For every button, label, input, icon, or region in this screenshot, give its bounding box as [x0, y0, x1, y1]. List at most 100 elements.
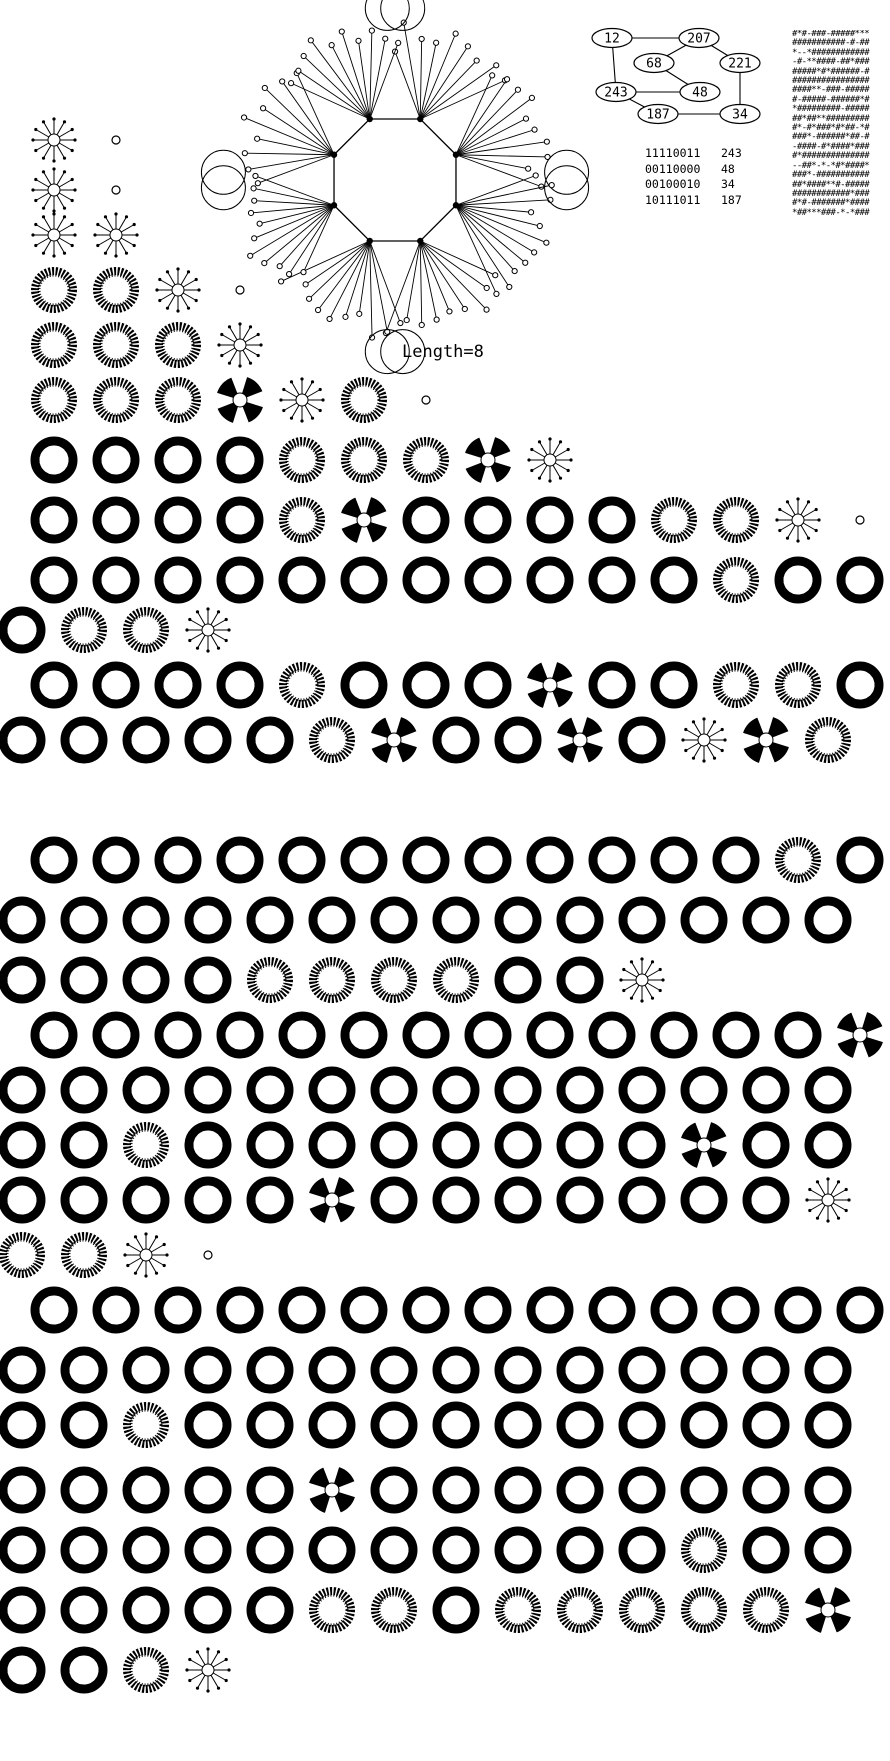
basin-ring [685, 1531, 723, 1569]
leaf-state [217, 1687, 220, 1690]
ring-texture [504, 1186, 532, 1214]
leaf-state [166, 270, 169, 273]
basin-glyph [251, 1531, 289, 1569]
basin-ring [437, 1406, 475, 1444]
basin-ring [437, 1471, 475, 1509]
basin-ring [685, 1591, 723, 1629]
basin-glyph [685, 901, 723, 939]
basin-ring [623, 901, 661, 939]
point-attractor [112, 186, 120, 194]
tree-branch [370, 39, 386, 119]
basin-ring [469, 501, 507, 539]
ring-texture [412, 846, 440, 874]
basin-ring [251, 1351, 289, 1389]
cycle-core [234, 339, 246, 351]
tree-branch [106, 217, 114, 230]
basin-ring [561, 961, 599, 999]
basin-ring [407, 1291, 445, 1329]
basin-ring [531, 1016, 569, 1054]
garden-of-eden-state [327, 316, 332, 321]
basin-ring [685, 901, 723, 939]
basin-ring [593, 841, 631, 879]
leaf-state [166, 307, 169, 310]
basin-glyph [407, 1291, 445, 1329]
leaf-state [104, 252, 107, 255]
leaf-state [227, 1668, 230, 1671]
basin-glyph [557, 717, 603, 763]
point-attractor [422, 396, 430, 404]
basin-ring [283, 441, 321, 479]
basin-ring [809, 901, 847, 939]
basin-glyph [123, 1232, 168, 1277]
basin-ring [283, 841, 321, 879]
basin-ring [97, 271, 135, 309]
ring-texture [504, 906, 532, 934]
basin-glyph [747, 1351, 785, 1389]
ring-texture [722, 1021, 750, 1049]
tree-branch [298, 71, 369, 119]
basin-ring [407, 441, 445, 479]
garden-of-eden-state [453, 31, 458, 36]
tree-branch [647, 970, 660, 978]
leaf-state [125, 252, 128, 255]
leaf-state [300, 419, 303, 422]
basin-glyph [189, 901, 227, 939]
basin-glyph [747, 901, 785, 939]
basin-ring [655, 561, 693, 599]
tree-branch [57, 195, 65, 208]
leaf-state [527, 458, 530, 461]
tree-branch [555, 463, 568, 471]
tree-branch [183, 280, 196, 288]
basin-ring [593, 501, 631, 539]
basin-ring [3, 1591, 41, 1629]
tree-branch [36, 143, 49, 151]
basin-glyph [805, 1177, 850, 1222]
point-attractor [204, 1251, 212, 1259]
ring-texture [256, 906, 284, 934]
basin-glyph [345, 1016, 383, 1054]
tree-branch [307, 390, 320, 398]
basin-ring [531, 501, 569, 539]
basin-ring [159, 1016, 197, 1054]
ring-texture [164, 566, 192, 594]
ring-texture [131, 1655, 161, 1685]
basin-glyph [593, 841, 631, 879]
ring-texture [8, 1076, 36, 1104]
basin-ring [623, 1071, 661, 1109]
leaf-state [775, 518, 778, 521]
tree-branch [57, 122, 65, 135]
basin-glyph [159, 1291, 197, 1329]
basin-ring [747, 901, 785, 939]
ring-texture [504, 1356, 532, 1384]
basin-ring [499, 1071, 537, 1109]
basin-glyph [499, 1531, 537, 1569]
graph-node-label: 34 [732, 108, 748, 123]
garden-of-eden-state [308, 38, 313, 43]
garden-of-eden-state [494, 63, 499, 68]
basin-ring [407, 1016, 445, 1054]
tree-branch [181, 272, 189, 285]
ring-texture [813, 725, 843, 755]
ring-texture [318, 906, 346, 934]
basin-ring [531, 1291, 569, 1329]
garden-of-eden-state [262, 85, 267, 90]
ring-texture [721, 670, 751, 700]
ring-texture [598, 846, 626, 874]
tree-branch [59, 143, 72, 151]
leaf-state [71, 149, 74, 152]
tree-branch [810, 1203, 823, 1211]
ring-texture [255, 965, 285, 995]
ring-texture [442, 1131, 470, 1159]
tree-branch [624, 983, 637, 991]
garden-of-eden-state [369, 28, 374, 33]
point-attractor [236, 286, 244, 294]
basin-ring [313, 1351, 351, 1389]
basin-glyph [775, 497, 820, 542]
ring-texture [70, 1356, 98, 1384]
leaf-state [815, 508, 818, 511]
basin-ring [221, 666, 259, 704]
leaf-state [225, 639, 228, 642]
basin-glyph [469, 1016, 507, 1054]
basin-glyph [65, 1406, 103, 1444]
basin-ring [375, 1181, 413, 1219]
